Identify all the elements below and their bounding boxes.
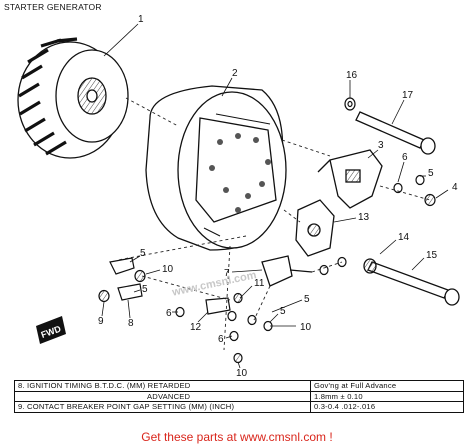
page-title: STARTER GENERATOR: [4, 2, 102, 12]
callout-10-bottom: 10: [236, 368, 248, 379]
spec-table: 8. IGNITION TIMING B.T.D.C. (MM) RETARDE…: [14, 380, 464, 413]
callout-2: 2: [232, 68, 238, 79]
spec-row-ignition-advanced: ADVANCED 1.8mm ± 0.10: [15, 390, 463, 402]
part-contact-breaker[interactable]: [317, 149, 383, 209]
part-condenser[interactable]: [261, 255, 313, 287]
callout-4: 4: [452, 182, 458, 193]
callout-10-right: 10: [300, 322, 312, 333]
callout-12: 12: [190, 322, 202, 333]
callout-7: 7: [224, 268, 230, 279]
callout-16: 16: [346, 70, 358, 81]
callout-9: 9: [98, 316, 104, 327]
spec-label: ADVANCED: [15, 391, 311, 402]
spec-value: 1.8mm ± 0.10: [314, 391, 363, 401]
forward-direction-badge: FWD: [36, 316, 66, 344]
callout-15: 15: [426, 250, 438, 261]
spec-label: 8. IGNITION TIMING B.T.D.C. (MM) RETARDE…: [15, 381, 311, 391]
callout-leaders: [101, 23, 449, 369]
callout-6: 6: [402, 152, 408, 163]
callout-5-top: 5: [428, 168, 434, 179]
footer-link[interactable]: Get these parts at www.cmsnl.com !: [141, 430, 333, 444]
part-governor-plate[interactable]: [295, 199, 335, 257]
callout-5-left: 5: [140, 248, 146, 259]
callout-3: 3: [378, 140, 384, 151]
spec-value: Gov'ng at Full Advance: [314, 381, 397, 390]
spec-label: 9. CONTACT BREAKER POINT GAP SETTING (MM…: [15, 402, 311, 412]
part-rotor[interactable]: [17, 37, 129, 159]
small-hardware: [98, 97, 436, 364]
spec-value: 0.3-0.4 .012-.016: [314, 402, 376, 412]
callout-5-mid: 5: [142, 284, 148, 295]
callout-numbers: 1 2 16 17 3 6 5 4 13 14 15 5 10 5 11 7 9…: [98, 14, 458, 379]
callout-8: 8: [128, 318, 134, 329]
callout-11: 11: [254, 278, 265, 289]
callout-6-left: 6: [166, 308, 172, 319]
callout-5-lower: 5: [280, 306, 286, 317]
callout-1: 1: [138, 14, 144, 25]
spec-row-ignition-retarded: 8. IGNITION TIMING B.T.D.C. (MM) RETARDE…: [15, 381, 463, 391]
callout-6-lower: 6: [218, 334, 224, 345]
spec-row-point-gap: 9. CONTACT BREAKER POINT GAP SETTING (MM…: [15, 401, 463, 412]
callout-14: 14: [398, 232, 410, 243]
callout-10-left: 10: [162, 264, 174, 275]
callout-13: 13: [358, 212, 370, 223]
exploded-parts-diagram: FWD www.cmsnl.com 1 2 16 17 3: [17, 14, 460, 379]
watermark: www.cmsnl.com: [170, 269, 258, 299]
callout-5-right: 5: [304, 294, 310, 305]
part-bolts[interactable]: [355, 111, 460, 306]
callout-17: 17: [402, 90, 414, 101]
part-stator-housing[interactable]: [145, 85, 287, 251]
